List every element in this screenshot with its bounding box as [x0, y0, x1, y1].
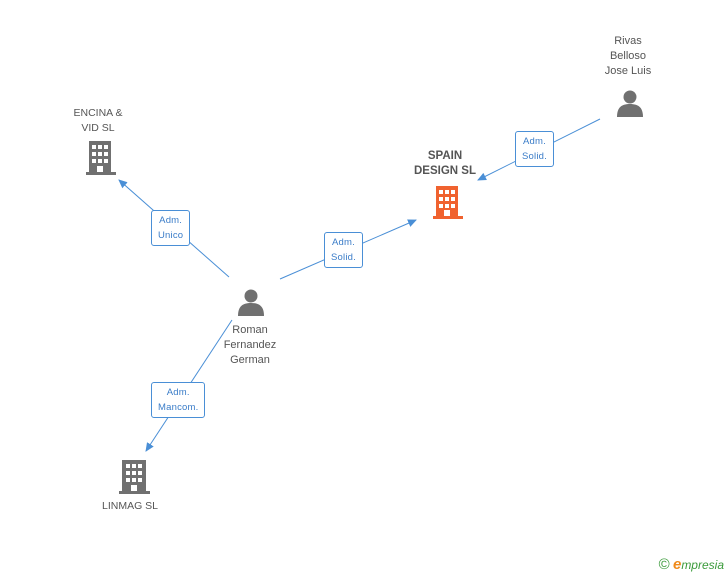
node-label-encina[interactable]: ENCINA & VID SL [73, 107, 123, 134]
brand-e: e [672, 556, 682, 573]
main-building-icon [433, 186, 463, 219]
person-icon [238, 289, 264, 316]
person-icon [617, 90, 643, 117]
node-label-rivas[interactable]: Rivas Belloso Jose Luis [604, 35, 652, 77]
copyright-icon: © [658, 556, 670, 573]
building-icon [86, 141, 116, 175]
edge-label-adm-solid: Adm. Solid. [324, 232, 363, 268]
edge-label-adm-mancom: Adm. Mancom. [151, 382, 206, 418]
edge-label-adm-solid: Adm. Solid. [515, 131, 554, 167]
brand-name: mpresia [681, 558, 724, 572]
node-label-spain-design[interactable]: SPAIN DESIGN SL [414, 150, 476, 177]
brand-logo: © empresia [659, 556, 724, 573]
edge-label-adm-unico: Adm. Unico [151, 210, 191, 246]
node-label-roman[interactable]: Roman Fernandez German [223, 324, 277, 366]
building-icon [119, 460, 150, 494]
node-label-linmag[interactable]: LINMAG SL [101, 500, 159, 512]
